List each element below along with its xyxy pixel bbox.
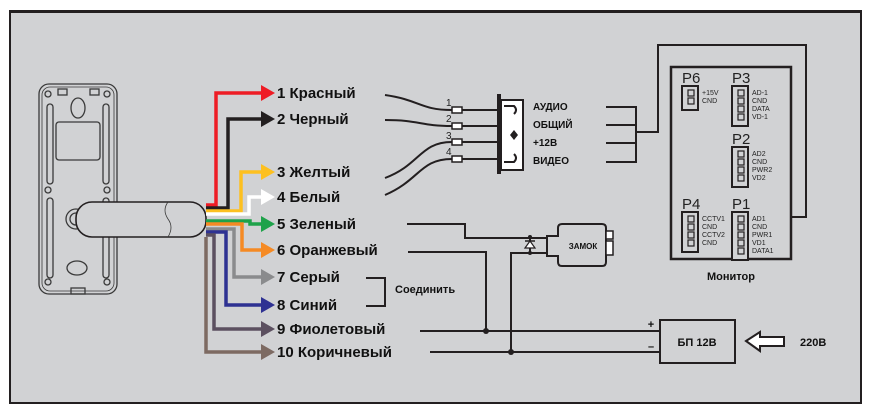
wire-8-arrow bbox=[261, 297, 275, 313]
power-lines bbox=[420, 330, 660, 353]
wire-1-arrow bbox=[261, 85, 275, 101]
plug-pin-4: 4 bbox=[446, 147, 452, 158]
call-panel-device bbox=[38, 83, 207, 295]
psu-label: БП 12В bbox=[677, 337, 716, 349]
power-supply: БП 12В + – 220В bbox=[648, 319, 826, 364]
wire-5-arrow bbox=[261, 216, 275, 232]
signal-12v: +12В bbox=[533, 138, 557, 149]
wire-1-label: 1 Красный bbox=[277, 85, 356, 102]
connector-pin-label: VD-1 bbox=[752, 114, 768, 121]
psu-plus: + bbox=[648, 319, 654, 331]
connector-pin-label: CND bbox=[752, 159, 767, 166]
wire-1 bbox=[206, 91, 265, 207]
wire-2-arrow bbox=[261, 111, 275, 127]
wire-3-label: 3 Желтый bbox=[277, 164, 350, 181]
connector-name: P3 bbox=[732, 70, 750, 87]
wire-7-label: 7 Серый bbox=[277, 269, 340, 286]
junction-dot bbox=[483, 328, 489, 334]
wire-2-label: 2 Черный bbox=[277, 111, 349, 128]
wire-5-label: 5 Зеленый bbox=[277, 216, 356, 233]
arrow-left-icon bbox=[744, 330, 785, 353]
plug-connector: 1 2 3 4 АУДИО ОБЩИЙ +12В ВИДЕО bbox=[446, 94, 573, 174]
connector-pin-label: CND bbox=[702, 98, 717, 105]
wire-10 bbox=[204, 237, 265, 354]
connector-name: P4 bbox=[682, 196, 700, 213]
connector-name: P1 bbox=[732, 196, 750, 213]
connector-pin-label: PWR1 bbox=[752, 232, 772, 239]
wire-10-label: 10 Коричневый bbox=[277, 344, 392, 361]
plug-pin-2: 2 bbox=[446, 114, 452, 125]
wire-harness bbox=[204, 85, 275, 360]
plug-pin-1: 1 bbox=[446, 98, 452, 109]
wire-4 bbox=[206, 195, 265, 216]
wire-9 bbox=[206, 233, 265, 331]
connector-pin-label: CND bbox=[702, 240, 717, 247]
monitor-title: Монитор bbox=[707, 271, 755, 283]
connector-pin-label: CND bbox=[702, 224, 717, 231]
connector-pin-label: CCTV2 bbox=[702, 232, 725, 239]
wire-8 bbox=[206, 230, 265, 307]
diode-icon bbox=[523, 235, 537, 255]
signal-common: ОБЩИЙ bbox=[533, 118, 573, 131]
wire-7 bbox=[206, 227, 265, 279]
lock-label: ЗАМОК bbox=[569, 242, 598, 251]
connector-pin-label: CND bbox=[752, 98, 767, 105]
wire-4-label: 4 Белый bbox=[277, 189, 340, 206]
wire-9-arrow bbox=[261, 321, 275, 337]
signal-audio: АУДИО bbox=[533, 102, 568, 113]
connect-label: Соединить bbox=[395, 284, 455, 296]
plug-wires bbox=[384, 94, 453, 196]
connect-bracket: Соединить bbox=[366, 277, 455, 307]
wire-3 bbox=[206, 170, 265, 213]
connector-pin-label: AD-1 bbox=[752, 90, 768, 97]
wire-8-label: 8 Синий bbox=[277, 297, 337, 314]
connector-pin-label: CCTV1 bbox=[702, 216, 725, 223]
wire-9-label: 9 Фиолетовый bbox=[277, 321, 385, 338]
lock-device: ЗАМОК bbox=[546, 223, 614, 267]
psu-minus: – bbox=[648, 341, 654, 353]
connector-pin-label: AD1 bbox=[752, 216, 766, 223]
connector-name: P6 bbox=[682, 70, 700, 87]
connector-pin-label: VD2 bbox=[752, 175, 766, 182]
wire-6-arrow bbox=[261, 242, 275, 258]
wire-10-arrow bbox=[261, 344, 275, 360]
wire-2 bbox=[206, 117, 265, 210]
wire-3-arrow bbox=[261, 164, 275, 180]
connector-pin-label: +15V bbox=[702, 90, 719, 97]
monitor-cable bbox=[606, 44, 807, 218]
psu-input-label: 220В bbox=[800, 337, 826, 349]
connector-pin-label: PWR2 bbox=[752, 167, 772, 174]
signal-video: ВИДЕО bbox=[533, 156, 569, 167]
wire-6-label: 6 Оранжевый bbox=[277, 242, 378, 259]
wire-7-arrow bbox=[261, 269, 275, 285]
connector-pin-label: DATA1 bbox=[752, 248, 774, 255]
junction-dot bbox=[508, 349, 514, 355]
wire-6 bbox=[206, 222, 265, 252]
connector-pin-label: VD1 bbox=[752, 240, 766, 247]
connector-pin-label: DATA bbox=[752, 106, 770, 113]
connector-pin-label: AD2 bbox=[752, 151, 766, 158]
connector-name: P2 bbox=[732, 131, 750, 148]
plug-pin-3: 3 bbox=[446, 131, 452, 142]
wire-5 bbox=[206, 219, 265, 226]
connector-pin-label: CND bbox=[752, 224, 767, 231]
wire-4-arrow bbox=[261, 189, 275, 205]
monitor-board: P6+15VCNDP3AD-1CNDDATAVD-1P2AD2CNDPWR2VD… bbox=[669, 65, 793, 283]
